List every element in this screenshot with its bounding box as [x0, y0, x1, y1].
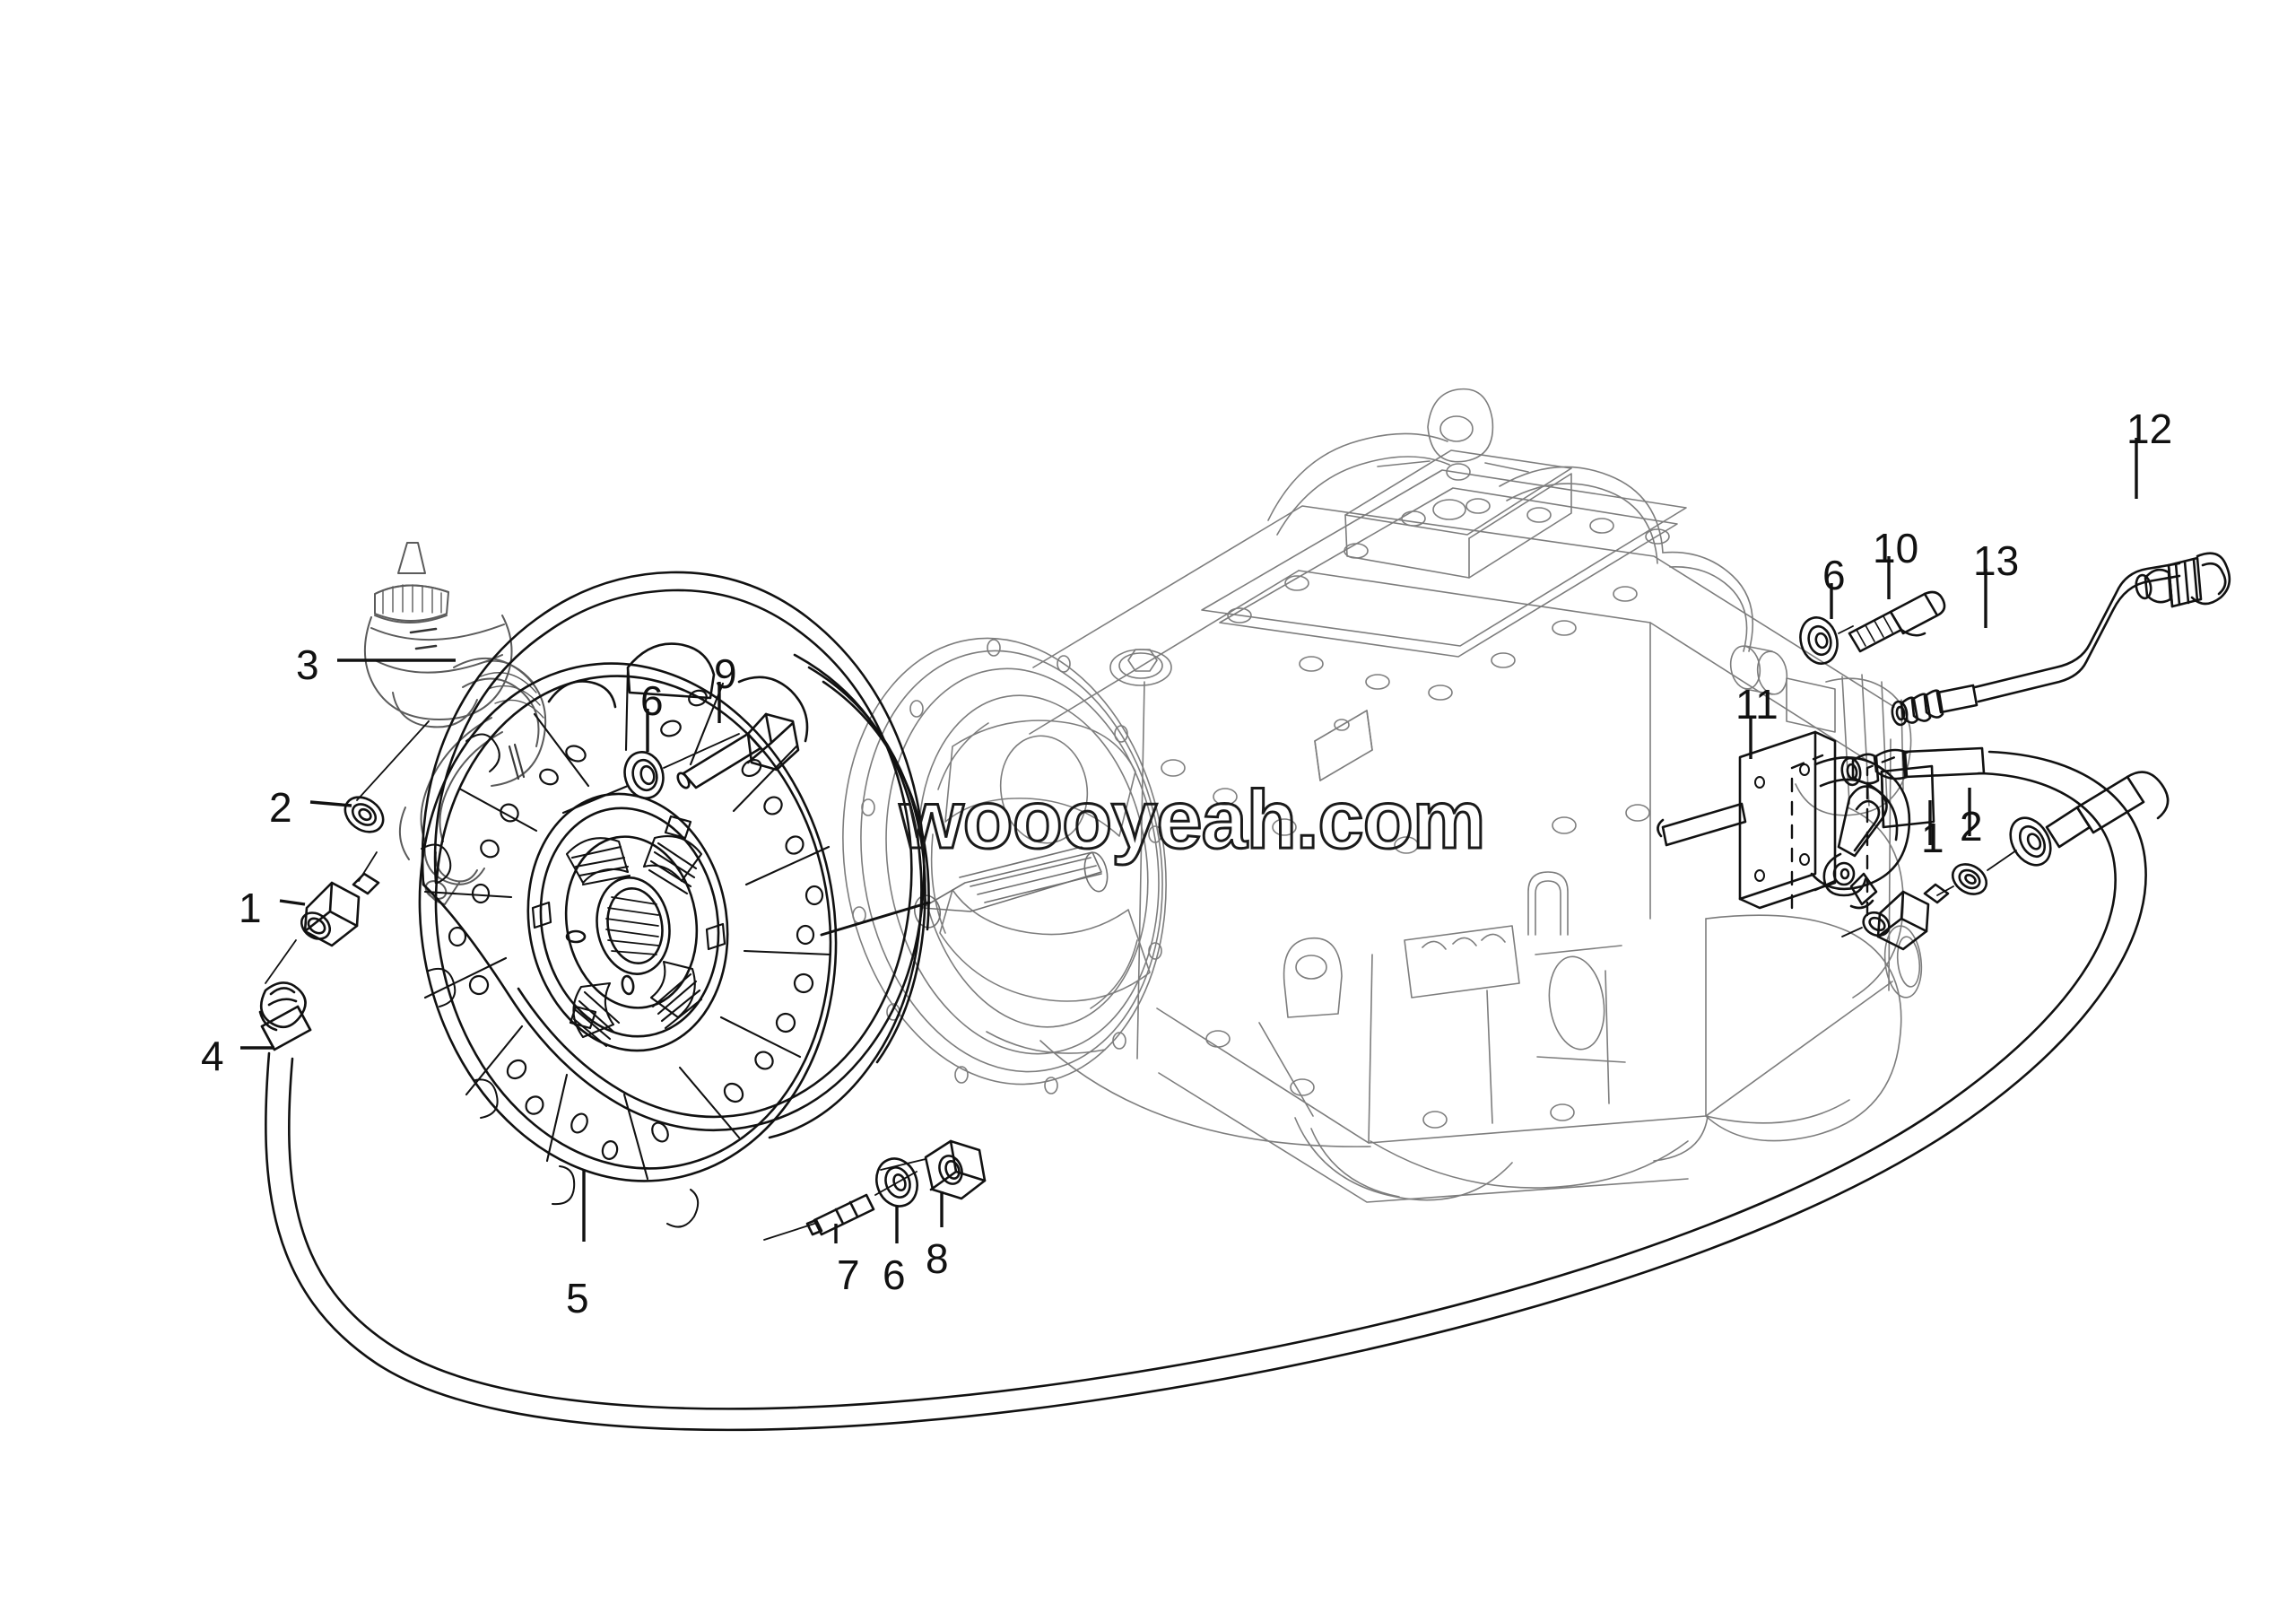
- callout-3: 3: [296, 641, 319, 688]
- callout-7: 7: [837, 1251, 860, 1298]
- hose-ferrule: [2009, 771, 2170, 867]
- callout-5: 5: [566, 1275, 589, 1321]
- hex-bolt-9: [676, 712, 800, 789]
- bleed-fitting-12: [2135, 552, 2231, 608]
- callout-11: 11: [1735, 681, 1779, 728]
- callout-1-left: 1: [239, 885, 262, 931]
- callout-leaders: [240, 438, 2138, 1243]
- hydraulic-hose-4: [258, 746, 2147, 1432]
- callout-1-right: 1: [1921, 815, 1944, 861]
- sealing-washer-right: [1951, 863, 1988, 895]
- callout-10: 10: [1873, 525, 1919, 571]
- hex-nut-8: [924, 1139, 987, 1200]
- stud-7: [805, 1193, 875, 1236]
- callout-4: 4: [201, 1033, 224, 1079]
- callout-12: 12: [2126, 406, 2173, 452]
- slave-cylinder-bracket: [1657, 730, 1935, 910]
- banjo-bolt-right: [1862, 883, 1950, 951]
- callout-2-left: 2: [269, 784, 292, 831]
- callout-13: 13: [1973, 537, 2020, 584]
- callout-2-right: 2: [1960, 803, 1983, 850]
- socket-bolt-10: [1848, 590, 1946, 653]
- watermark-text: woooyeah.com: [899, 773, 1488, 868]
- callout-6-right: 6: [1822, 552, 1846, 598]
- banjo-bolt-left: [300, 872, 380, 947]
- callout-6-upper: 6: [640, 677, 664, 724]
- callout-8: 8: [926, 1235, 949, 1282]
- sealing-washer-left: [344, 796, 385, 833]
- callout-6-lower: 6: [883, 1251, 906, 1298]
- clutch-assembly: [418, 571, 930, 1228]
- washer-right: [1799, 616, 1839, 665]
- rigid-pipe-13: [1891, 562, 2181, 727]
- callout-9: 9: [714, 650, 737, 697]
- washer-upper: [623, 751, 665, 799]
